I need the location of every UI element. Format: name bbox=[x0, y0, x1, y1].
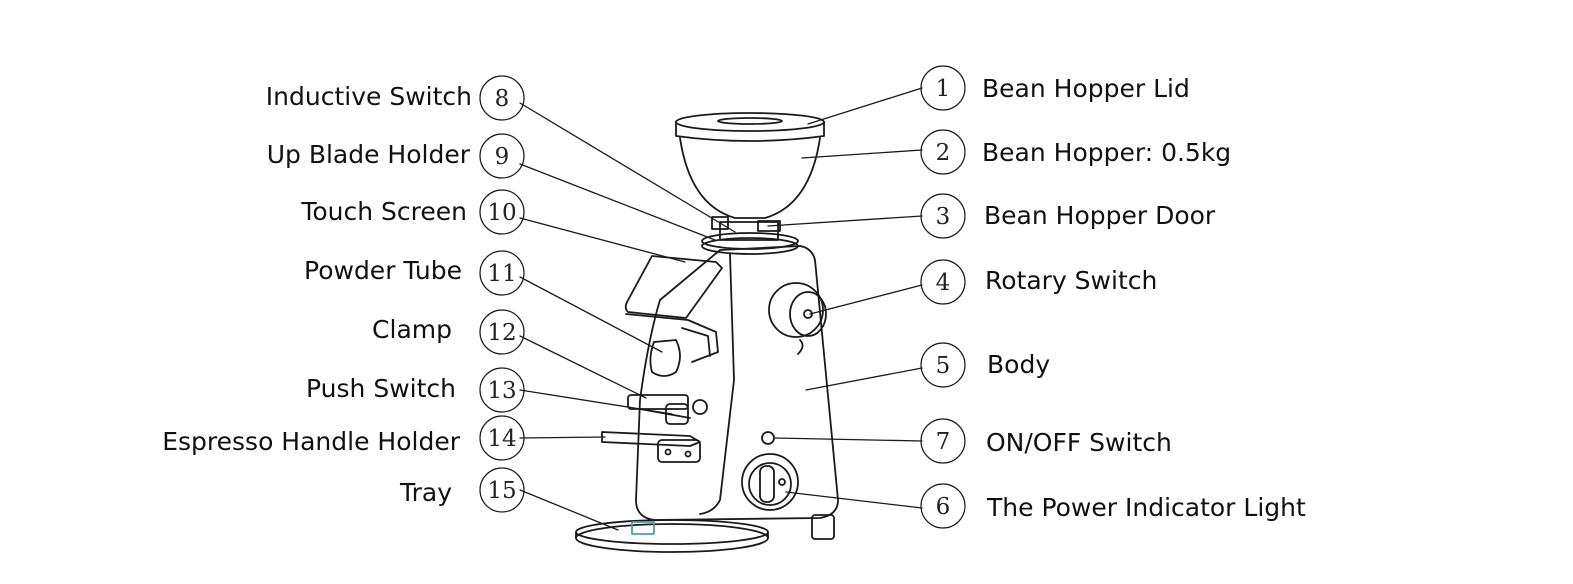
label-bean-hopper-door: Bean Hopper Door bbox=[984, 201, 1216, 230]
right-number-circles: 1 2 3 4 5 7 6 bbox=[920, 65, 966, 529]
callout-number-11: 11 bbox=[487, 261, 516, 287]
label-powder-tube: Powder Tube bbox=[304, 256, 462, 285]
handle-holder-shape bbox=[601, 431, 701, 463]
label-bean-hopper: Bean Hopper: 0.5kg bbox=[982, 138, 1232, 167]
grinder-body-shape bbox=[635, 245, 839, 540]
on-off-switch-shape bbox=[761, 431, 775, 445]
callout-number-9: 9 bbox=[495, 144, 510, 170]
callout-number-6: 6 bbox=[936, 494, 951, 520]
label-bean-hopper-lid: Bean Hopper Lid bbox=[982, 74, 1190, 103]
callout-number-13: 13 bbox=[487, 378, 516, 404]
touch-screen-shape bbox=[624, 255, 723, 363]
leader-lines bbox=[519, 87, 923, 531]
collar-shape bbox=[701, 216, 799, 255]
label-clamp: Clamp bbox=[372, 315, 452, 344]
label-tray: Tray bbox=[400, 478, 452, 507]
label-espresso-handle-holder: Espresso Handle Holder bbox=[162, 427, 460, 456]
callout-number-12: 12 bbox=[487, 320, 516, 346]
callout-number-15: 15 bbox=[487, 478, 516, 504]
powder-tube-shape bbox=[649, 339, 681, 377]
label-on-off-switch: ON/OFF Switch bbox=[986, 428, 1172, 457]
callout-number-7: 7 bbox=[936, 429, 951, 455]
label-power-indicator-light: The Power Indicator Light bbox=[987, 493, 1306, 522]
label-up-blade-holder: Up Blade Holder bbox=[266, 140, 470, 169]
hopper-shape bbox=[675, 112, 825, 219]
callout-number-8: 8 bbox=[495, 86, 510, 112]
callout-number-4: 4 bbox=[936, 270, 951, 296]
callout-number-1: 1 bbox=[936, 76, 951, 102]
callout-number-2: 2 bbox=[936, 140, 951, 166]
label-push-switch: Push Switch bbox=[306, 374, 456, 403]
left-number-circles: 8 9 10 11 12 13 14 15 bbox=[479, 75, 525, 513]
callout-number-5: 5 bbox=[936, 353, 951, 379]
label-inductive-switch: Inductive Switch bbox=[265, 82, 472, 111]
callout-number-3: 3 bbox=[936, 204, 951, 230]
label-rotary-switch: Rotary Switch bbox=[985, 266, 1158, 295]
power-indicator-shape bbox=[741, 453, 799, 511]
callout-number-14: 14 bbox=[487, 426, 516, 452]
callout-number-10: 10 bbox=[487, 200, 516, 226]
rotary-switch-shape bbox=[768, 282, 827, 355]
label-touch-screen: Touch Screen bbox=[301, 197, 467, 226]
label-body: Body bbox=[987, 350, 1051, 379]
